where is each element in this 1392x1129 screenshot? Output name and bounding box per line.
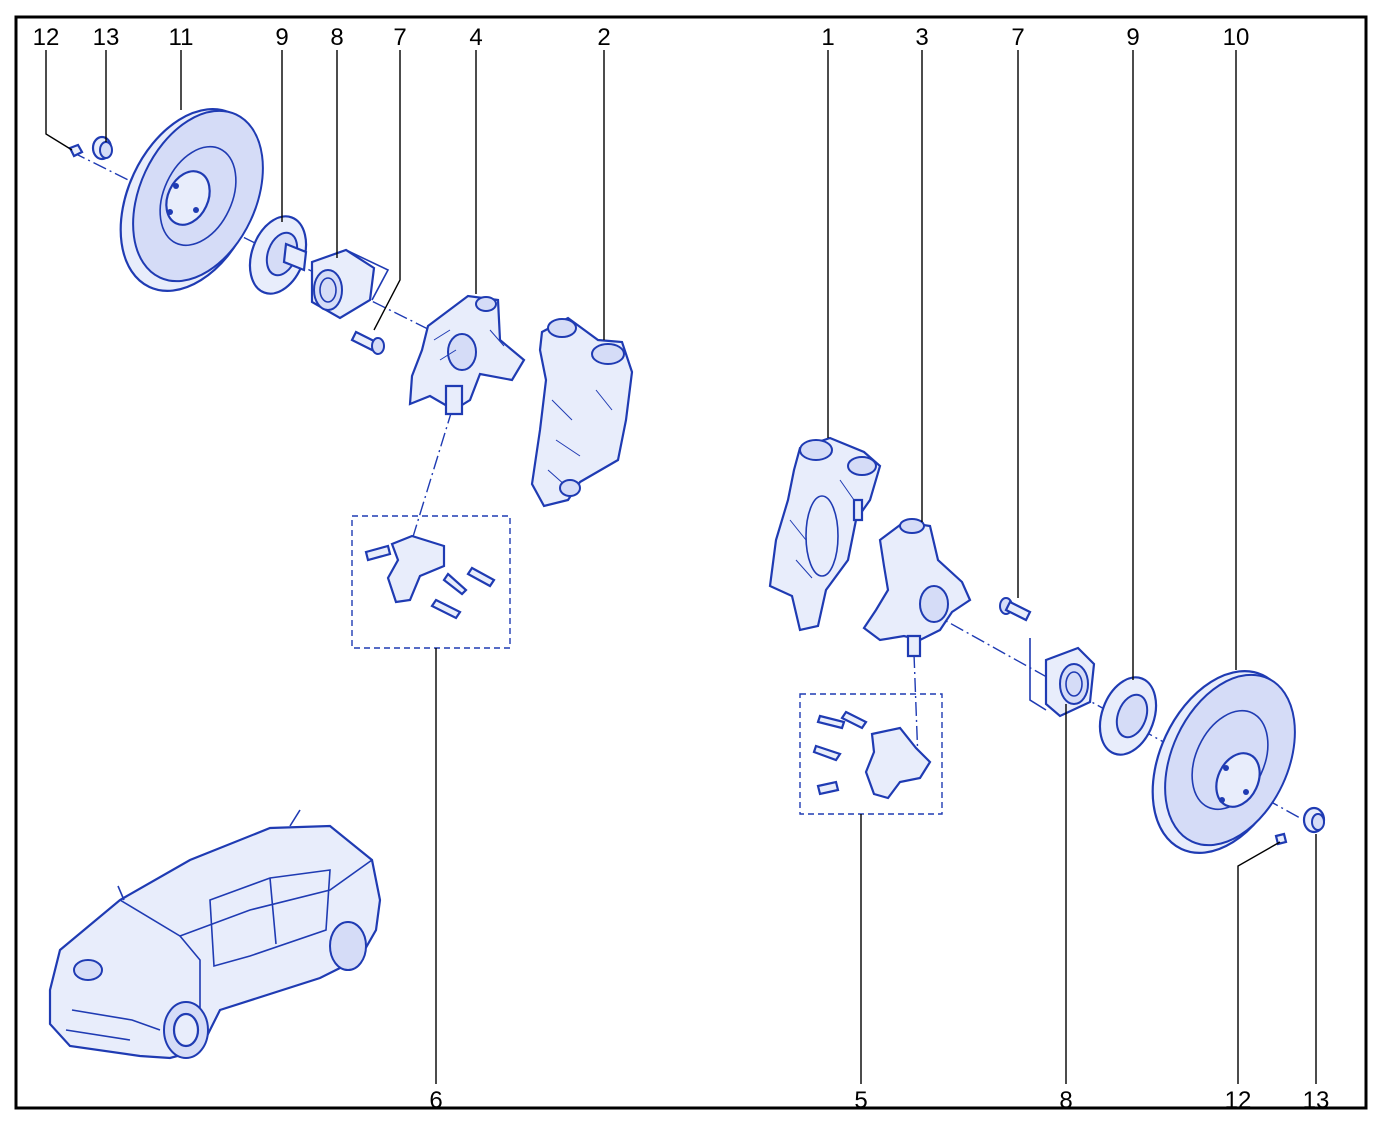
callout-bottom-12: 12 [1225, 1087, 1252, 1114]
left-screw-12 [68, 143, 84, 158]
right-nut-13 [1302, 806, 1326, 834]
left-strut-bracket-2 [530, 316, 634, 508]
right-kit-box-5 [799, 693, 943, 815]
right-screw-12 [1274, 832, 1288, 846]
right-strut-bracket-1 [768, 436, 882, 632]
callout-left-9: 9 [275, 24, 288, 51]
right-steering-knuckle-3 [862, 518, 972, 658]
callout-left-13: 13 [93, 24, 120, 51]
right-bearing-8 [1029, 638, 1096, 718]
callout-left-4: 4 [469, 24, 482, 51]
vehicle-locator-illustration [48, 809, 382, 1060]
callout-right-7: 7 [1011, 24, 1024, 51]
callout-right-10: 10 [1223, 24, 1250, 51]
left-bolt-7 [350, 330, 385, 355]
callout-left-7: 7 [393, 24, 406, 51]
callout-bottom-5: 5 [854, 1087, 867, 1114]
left-kit-box-6 [351, 515, 511, 649]
callout-left-12: 12 [33, 24, 60, 51]
callout-left-2: 2 [597, 24, 610, 51]
callout-left-11: 11 [169, 24, 194, 51]
right-kit-parts-5 [812, 710, 932, 800]
left-nut-13 [91, 135, 113, 161]
right-wheel-hub-9 [1098, 676, 1158, 756]
callout-bottom-6: 6 [429, 1087, 442, 1114]
callout-left-8: 8 [330, 24, 343, 51]
left-kit-parts-6 [364, 534, 496, 620]
callout-right-1: 1 [821, 24, 834, 51]
left-brake-disc-11 [119, 108, 264, 292]
callout-bottom-13: 13 [1303, 1087, 1330, 1114]
callout-bottom-8: 8 [1059, 1087, 1072, 1114]
left-steering-knuckle-4 [408, 294, 526, 416]
right-lower-axis-line [913, 653, 919, 761]
right-bolt-7 [999, 597, 1032, 622]
left-bearing-8 [310, 248, 390, 320]
leader-lines [45, 50, 1317, 1084]
callout-right-3: 3 [915, 24, 928, 51]
left-lower-axis-line [411, 409, 453, 541]
callout-right-9: 9 [1126, 24, 1139, 51]
left-wheel-hub-9 [248, 215, 308, 295]
diagram-frame [14, 15, 1368, 1110]
right-brake-disc-10 [1151, 670, 1296, 854]
